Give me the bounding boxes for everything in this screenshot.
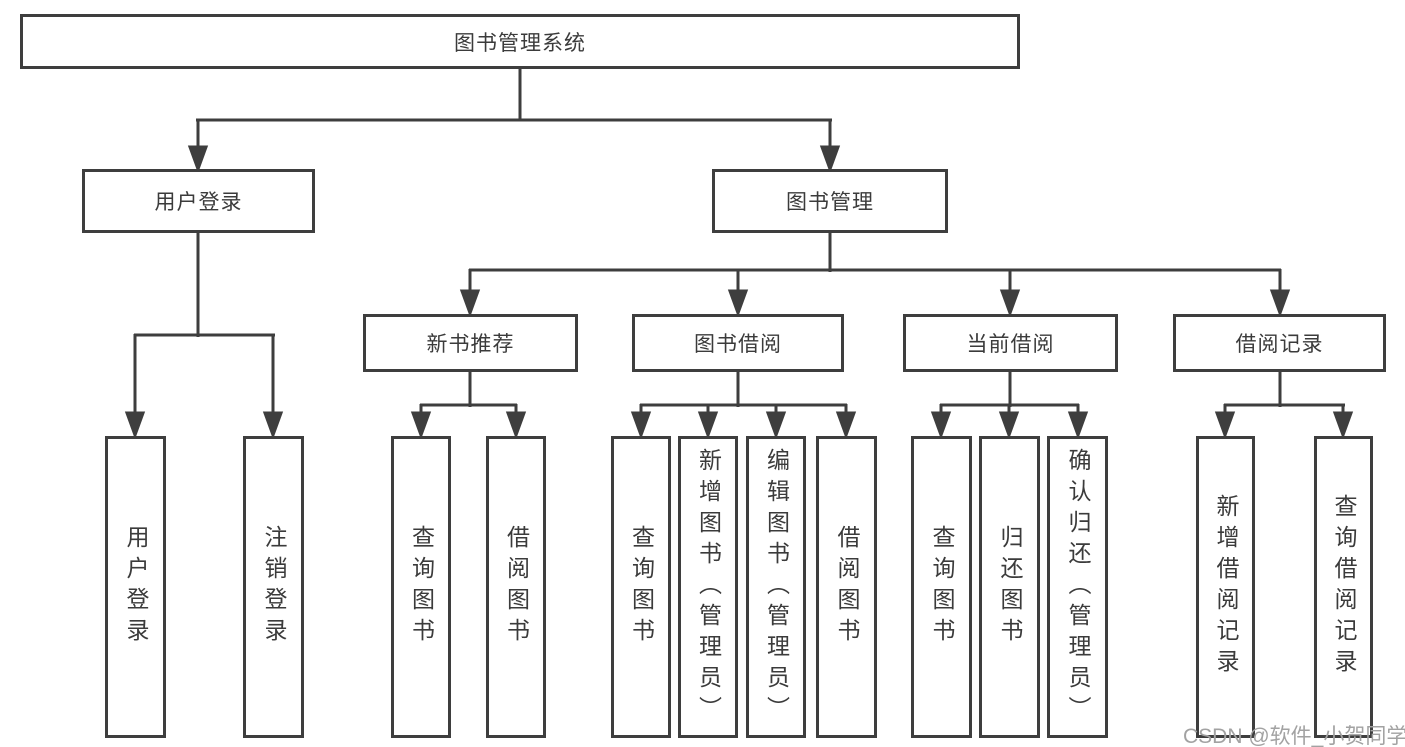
leaf-query-borrow-record: 查询借阅记录 — [1314, 436, 1373, 738]
leaf-label: 查询图书 — [929, 525, 955, 649]
leaf-borrow-books-recommend: 借阅图书 — [486, 436, 546, 738]
leaf-label: 编辑图书（管理员） — [763, 447, 790, 727]
leaf-return-books: 归还图书 — [979, 436, 1040, 738]
leaf-label: 查询借阅记录 — [1331, 494, 1357, 680]
node-book-borrowing: 图书借阅 — [632, 314, 844, 372]
leaf-label: 新增借阅记录 — [1213, 494, 1239, 680]
node-user-login: 用户登录 — [82, 169, 315, 233]
leaf-query-books-borrowing: 查询图书 — [611, 436, 671, 738]
leaf-add-books-admin: 新增图书（管理员） — [678, 436, 738, 738]
node-current-borrowing: 当前借阅 — [903, 314, 1118, 372]
leaf-label: 查询图书 — [628, 525, 655, 649]
leaf-label: 查询图书 — [408, 525, 435, 649]
node-new-book-recommend: 新书推荐 — [363, 314, 578, 372]
leaf-query-books-recommend: 查询图书 — [391, 436, 451, 738]
node-book-management: 图书管理 — [712, 169, 948, 233]
leaf-label: 确认归还（管理员） — [1065, 447, 1091, 727]
leaf-edit-books-admin: 编辑图书（管理员） — [746, 436, 806, 738]
leaf-label: 借阅图书 — [503, 525, 530, 649]
leaf-query-books-current: 查询图书 — [911, 436, 972, 738]
leaf-user-login: 用户登录 — [105, 436, 166, 738]
node-book-management-system: 图书管理系统 — [20, 14, 1020, 69]
leaf-borrow-books: 借阅图书 — [816, 436, 877, 738]
leaf-logout: 注销登录 — [243, 436, 304, 738]
csdn-watermark: CSDN @软件_小贺同学 — [1183, 725, 1405, 747]
leaf-label: 新增图书（管理员） — [695, 447, 722, 727]
node-borrowing-records: 借阅记录 — [1173, 314, 1386, 372]
leaf-add-borrow-record: 新增借阅记录 — [1196, 436, 1255, 738]
leaf-label: 用户登录 — [123, 525, 149, 649]
leaf-confirm-return-admin: 确认归还（管理员） — [1047, 436, 1108, 738]
leaf-label: 归还图书 — [997, 525, 1023, 649]
leaf-label: 注销登录 — [261, 525, 287, 649]
leaf-label: 借阅图书 — [834, 525, 860, 649]
